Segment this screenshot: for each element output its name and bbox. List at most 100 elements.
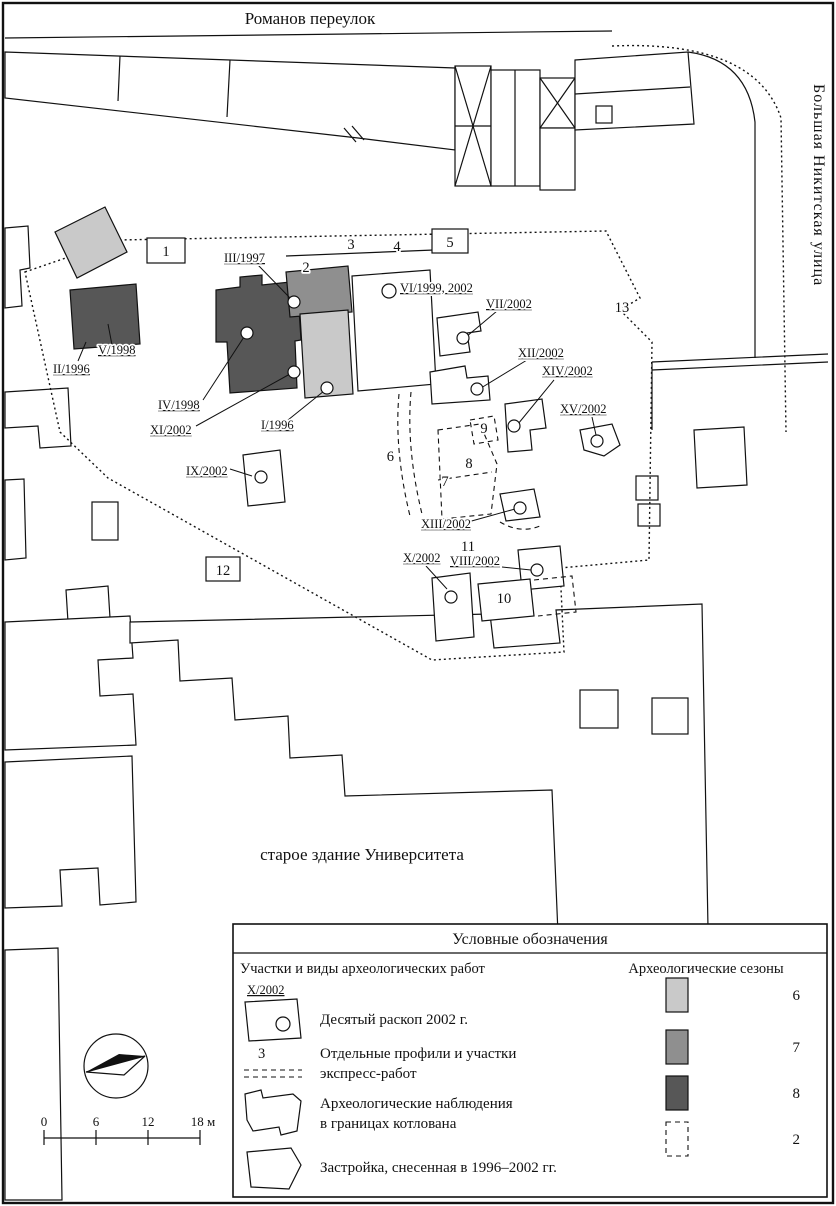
scale-bar-line — [43, 1130, 201, 1145]
courtyard — [579, 689, 619, 729]
site-number-10: 10 — [497, 591, 512, 607]
dashed-profiles — [397, 391, 577, 617]
season-label-2: 2 — [793, 1132, 801, 1148]
site-number-13: 13 — [615, 300, 630, 316]
courtyard — [651, 697, 689, 735]
legend-symbol-dashed-line — [244, 1069, 302, 1078]
site-number-6: 6 — [387, 449, 394, 465]
marker-x — [444, 590, 458, 604]
excavation-area-xiv — [504, 398, 547, 453]
building-outline — [637, 503, 661, 527]
building-outline — [4, 947, 63, 1201]
label-iii-1997: III/1997 — [224, 251, 265, 265]
legend-title: Условные обозначения — [452, 931, 608, 948]
label-vi-1999-2002: VI/1999, 2002 — [400, 281, 473, 295]
profile-13-curve — [499, 521, 541, 530]
label-v-1998: V/1998 — [98, 343, 136, 357]
profile-6-line — [409, 391, 423, 515]
scale-label-0: 0 — [41, 1114, 48, 1129]
legend-symbol-3-label: 3 — [258, 1046, 265, 1062]
site-number-1: 1 — [162, 244, 169, 260]
number-box-1 — [146, 237, 186, 264]
marker-xv — [590, 434, 604, 448]
excavation-markers — [240, 283, 604, 604]
university-building-outline — [129, 603, 709, 935]
legend-item-2-line1: Отдельные профили и участки — [320, 1046, 516, 1062]
building-outline — [91, 501, 119, 541]
site-numbers-layer: 1 5 12 2 3 4 6 7 8 9 10 11 13 — [146, 228, 631, 609]
building-outline — [693, 426, 748, 489]
excavation-area-x — [431, 572, 475, 642]
building-jog-marks — [343, 125, 365, 143]
street-edge-top — [4, 30, 613, 39]
marker-xiv — [507, 419, 521, 433]
building-outline — [4, 387, 72, 449]
season-swatch-8 — [665, 1075, 689, 1111]
site-boundary-dotted — [24, 230, 653, 661]
scale-label-6: 6 — [93, 1114, 100, 1129]
compass — [83, 1033, 149, 1099]
site-number-2: 2 — [302, 260, 309, 276]
scale-bar: 0 6 12 18 м — [41, 1114, 215, 1145]
compass-needle-light — [85, 1055, 146, 1076]
left-buildings-layer — [4, 225, 137, 1201]
label-iv-1998: IV/1998 — [158, 398, 200, 412]
site-number-7: 7 — [441, 474, 448, 490]
site-number-12: 12 — [216, 563, 231, 579]
label-xv-2002: XV/2002 — [560, 402, 607, 416]
legend-box — [232, 923, 828, 1198]
building-outline — [539, 127, 576, 191]
compass-circle — [83, 1033, 149, 1099]
marker-i — [320, 381, 334, 395]
label-xiv-2002: XIV/2002 — [542, 364, 593, 378]
building-detail — [595, 105, 613, 124]
marker-vii — [456, 331, 470, 345]
marker-viii — [530, 563, 544, 577]
label-x-2002: X/2002 — [403, 551, 441, 565]
season-label-7: 7 — [793, 1040, 801, 1056]
building-outline — [635, 475, 659, 501]
profile-divider — [437, 471, 493, 481]
legend-item-4-label: Застройка, снесенная в 1996–2002 гг. — [320, 1160, 557, 1176]
street-dotted-corner — [611, 44, 787, 433]
top-buildings-layer — [4, 51, 695, 191]
legend-symbol-demolished — [246, 1147, 302, 1190]
site-number-11: 11 — [461, 539, 475, 555]
profile-9-outline — [469, 415, 499, 445]
label-ii-1996: II/1996 — [53, 362, 90, 376]
scale-label-18m: 18 м — [191, 1114, 215, 1129]
marker-xiii — [513, 501, 527, 515]
legend-symbol-observation — [244, 1089, 302, 1136]
street-name-right: Большая Никитская улица — [810, 84, 827, 286]
legend-item-1-label: Десятый раскоп 2002 г. — [320, 1012, 468, 1028]
building-outline — [4, 51, 456, 151]
legend: Условные обозначения Участки и виды архе… — [232, 923, 828, 1198]
right-buildings-layer — [635, 353, 829, 527]
site-number-9: 9 — [480, 421, 487, 437]
label-xiii-2002: XIII/2002 — [421, 517, 471, 531]
excavation-area-light — [54, 206, 128, 279]
leader-lines — [77, 264, 597, 590]
marker-iv — [240, 326, 254, 340]
season-label-6: 6 — [793, 988, 801, 1004]
observation-area-10 — [477, 578, 535, 622]
marker-xii — [470, 382, 484, 396]
site-number-3: 3 — [347, 237, 354, 253]
label-vii-2002: VII/2002 — [486, 297, 532, 311]
building-cross-walls — [117, 55, 231, 118]
season-swatch-7 — [665, 1029, 689, 1065]
number-box-12 — [205, 556, 241, 582]
profile-10-extension — [533, 575, 577, 617]
site-number-8: 8 — [465, 456, 472, 472]
legend-item-3-line2: в границах котлована — [320, 1116, 457, 1132]
building-outline — [4, 225, 31, 309]
hatch-lines-2 — [539, 77, 576, 129]
label-viii-2002: VIII/2002 — [450, 554, 500, 568]
excavation-area-ii-v — [69, 283, 141, 350]
streets-layer — [4, 30, 787, 433]
legend-left-header: Участки и виды археологических работ — [240, 961, 486, 977]
excavation-areas — [54, 206, 621, 642]
label-ix-2002: IX/2002 — [186, 464, 228, 478]
